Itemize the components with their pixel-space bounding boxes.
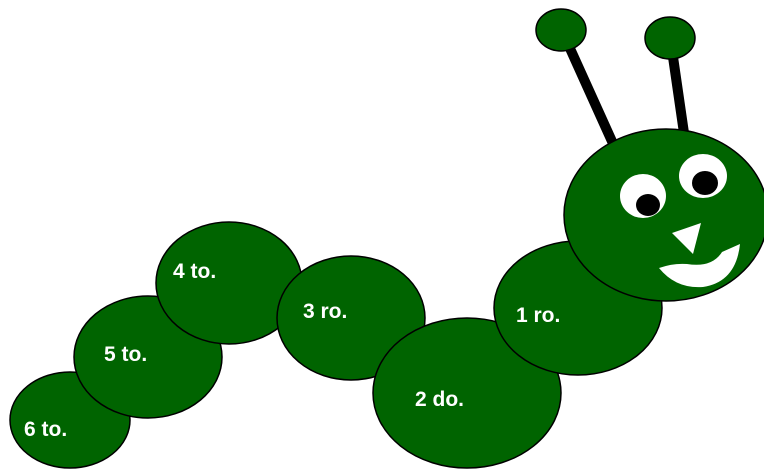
segment-4: 4 to.: [155, 221, 303, 345]
caterpillar-head: [563, 128, 764, 302]
segment-5-label: 5 to.: [104, 343, 147, 366]
left-eye: [620, 174, 666, 218]
right-pupil: [692, 171, 718, 195]
smile-mouth: [659, 244, 740, 288]
segment-2-label: 2 do.: [415, 388, 464, 411]
antenna-left: [535, 8, 620, 153]
segment-4-label: 4 to.: [173, 260, 216, 283]
antenna-right: [644, 16, 696, 145]
right-eye: [679, 154, 727, 198]
segment-2: 2 do.: [372, 317, 562, 469]
segment-3: 3 ro.: [276, 255, 426, 381]
head-shape: [563, 128, 764, 302]
segment-1-label: 1 ro.: [516, 304, 560, 327]
nose-triangle: [672, 223, 701, 254]
segment-6-label: 6 to.: [24, 418, 67, 441]
left-pupil: [636, 194, 660, 216]
segment-3-label: 3 ro.: [303, 300, 347, 323]
